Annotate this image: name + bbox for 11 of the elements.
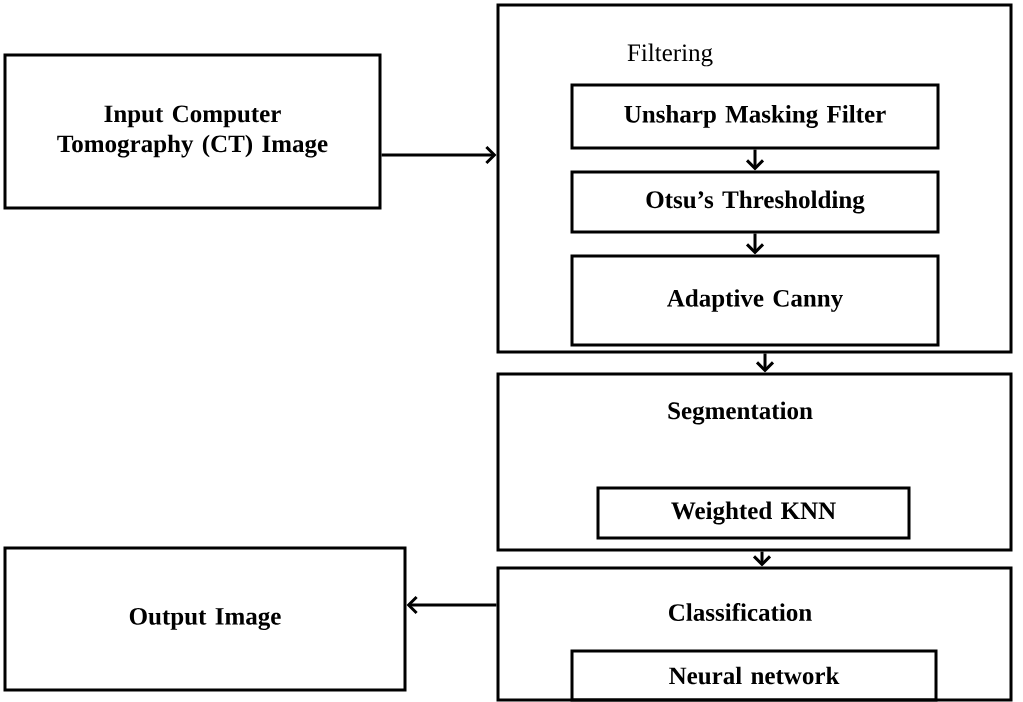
process-box: Weighted KNN	[596, 486, 911, 540]
arrow	[381, 145, 497, 165]
process-box: Neural network	[570, 649, 938, 702]
arrow	[745, 233, 765, 255]
process-box: Otsu’s Thresholding	[570, 170, 940, 234]
arrow	[406, 595, 497, 615]
process-box: Output Image	[3, 546, 407, 692]
process-box: Unsharp Masking Filter	[570, 83, 940, 150]
process-box: Adaptive Canny	[570, 254, 940, 347]
arrow	[745, 149, 765, 171]
process-box: Input Computer Tomography (CT) Image	[3, 53, 382, 210]
